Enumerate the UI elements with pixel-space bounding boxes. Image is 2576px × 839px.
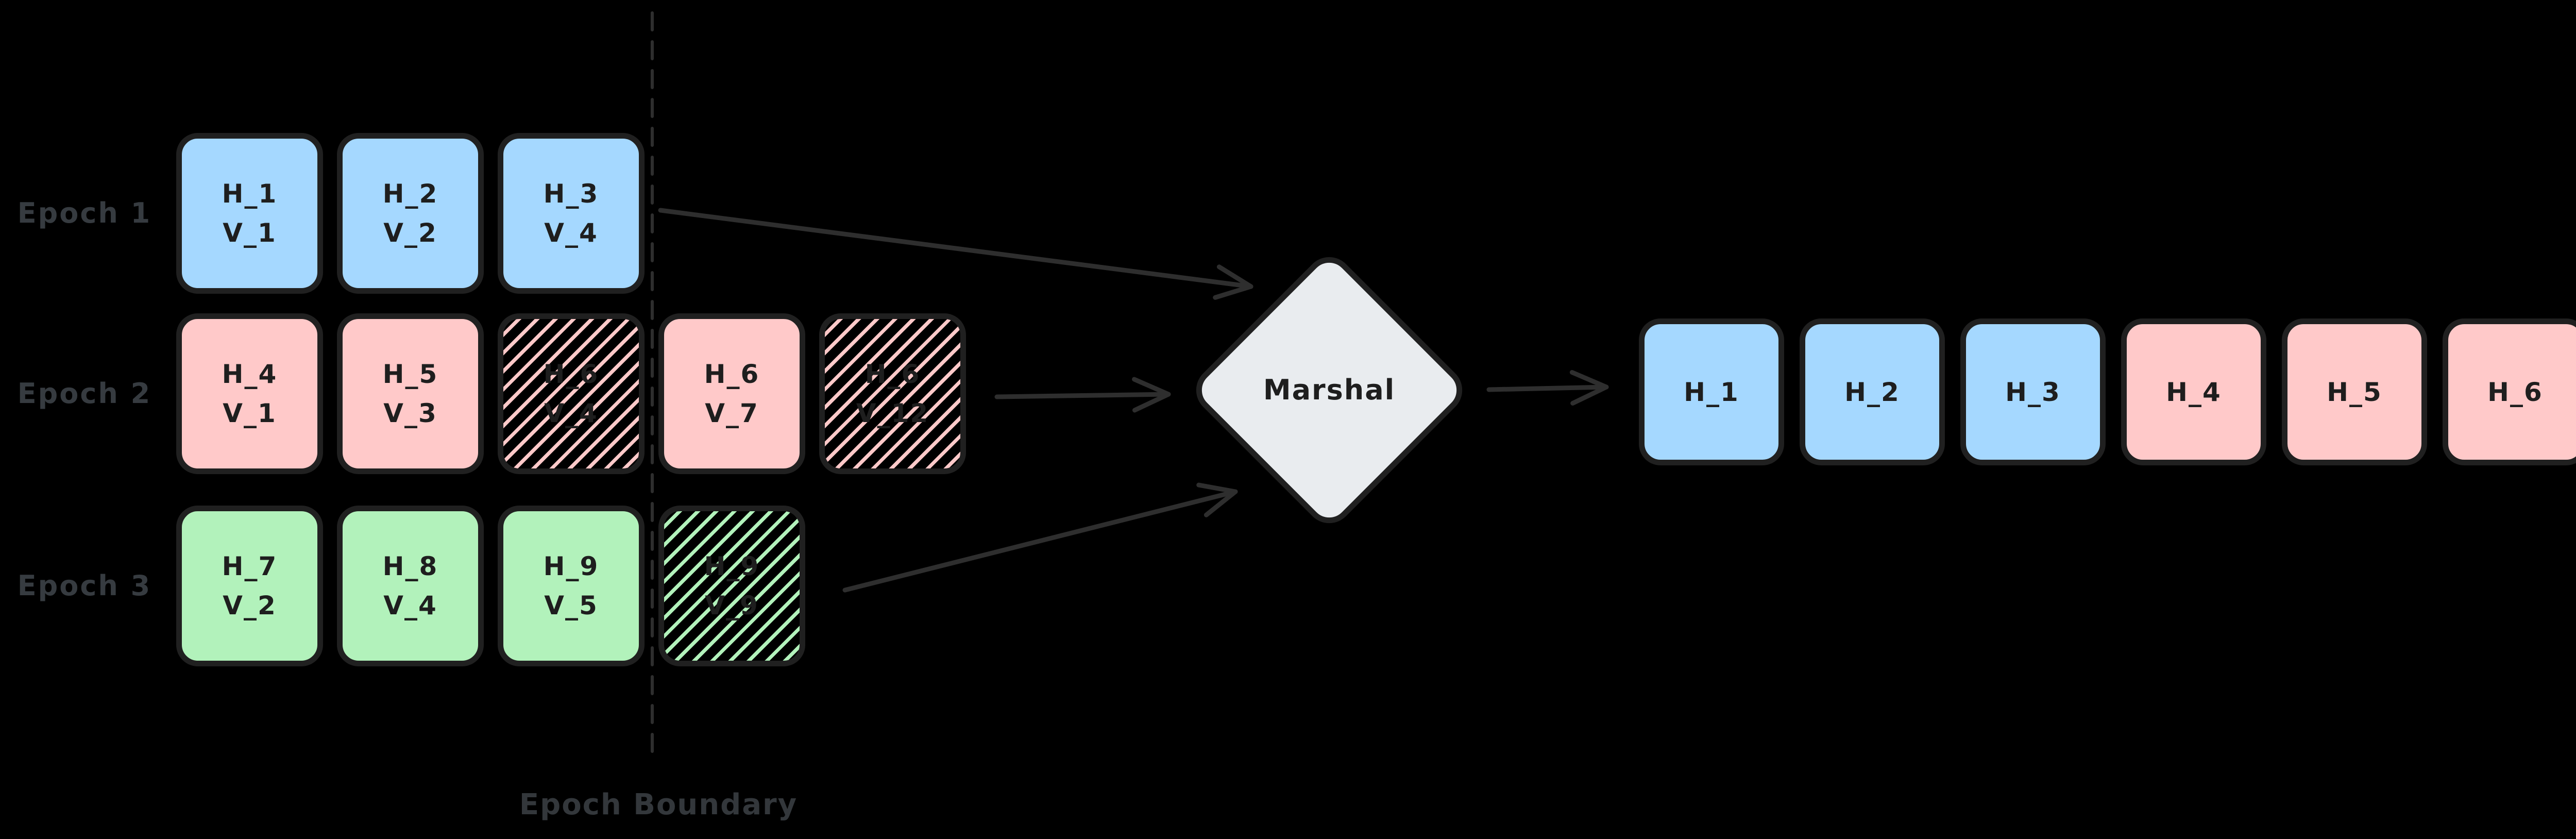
output-box[interactable]: H_3 <box>1960 318 2106 465</box>
epoch-row-label: Epoch 3 <box>17 569 152 602</box>
output-box[interactable]: H_6 <box>2443 318 2576 465</box>
epoch-row-label: Epoch 2 <box>17 377 152 410</box>
h-label: H_9 <box>704 551 760 581</box>
v-label: V_4 <box>383 591 437 620</box>
arrow-epoch2-to-marshal <box>994 377 1171 413</box>
output-box[interactable]: H_2 <box>1800 318 1945 465</box>
h-label: H_6 <box>543 359 599 389</box>
h-label: H_2 <box>382 179 438 209</box>
v-label: V_2 <box>383 218 437 248</box>
output-box-label: H_6 <box>2487 377 2543 407</box>
arrow-marshal-to-output <box>1486 370 1609 406</box>
output-box[interactable]: H_1 <box>1639 318 1784 465</box>
v-label: V_4 <box>544 218 598 248</box>
v-label: V_12 <box>856 398 929 428</box>
h-label: H_1 <box>222 179 278 209</box>
arrow-epoch1-to-marshal <box>658 208 1253 300</box>
marshal-label: Marshal <box>1263 374 1396 406</box>
h-label: H_3 <box>543 179 599 209</box>
h-label: H_5 <box>382 359 438 389</box>
h-label: H_4 <box>222 359 278 389</box>
v-label: V_9 <box>705 591 759 620</box>
epoch-boundary-label: Epoch Boundary <box>519 788 798 821</box>
output-box-label: H_4 <box>2166 377 2222 407</box>
v-label: V_5 <box>544 591 598 620</box>
v-label: V_1 <box>223 398 277 428</box>
v-label: V_4 <box>544 398 598 428</box>
h-label: H_8 <box>382 551 438 581</box>
v-label: V_3 <box>383 398 437 428</box>
output-box-label: H_2 <box>1844 377 1900 407</box>
output-box-label: H_3 <box>2005 377 2061 407</box>
v-label: V_7 <box>705 398 759 428</box>
v-label: V_1 <box>223 218 277 248</box>
arrow-epoch3-to-marshal <box>842 482 1238 593</box>
output-box-label: H_5 <box>2327 377 2382 407</box>
h-label: H_7 <box>222 551 278 581</box>
epoch-row-label: Epoch 1 <box>17 197 152 229</box>
output-box[interactable]: H_4 <box>2121 318 2266 465</box>
h-label: H_9 <box>543 551 599 581</box>
h-label: H_6 <box>865 359 921 389</box>
output-box-label: H_1 <box>1684 377 1739 407</box>
h-label: H_6 <box>704 359 760 389</box>
v-label: V_2 <box>223 591 277 620</box>
output-box[interactable]: H_5 <box>2282 318 2427 465</box>
